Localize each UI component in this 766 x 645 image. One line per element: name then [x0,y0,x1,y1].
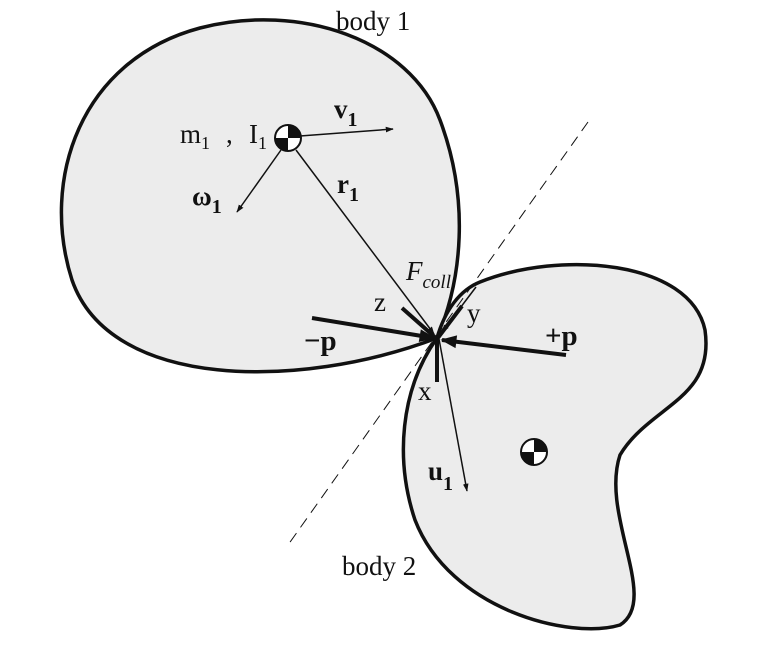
x-axis-label: x [418,376,432,406]
z-axis-line [400,306,439,341]
y-axis-line [435,304,464,341]
minus-p-arrow [311,316,436,342]
fcoll-label: Fcoll [405,256,451,293]
r1-label: r1 [337,169,359,206]
plus-p-label: +p [545,320,578,352]
minus-p-label: −p [304,325,337,357]
z-axis-label: z [374,287,386,317]
inertia-label: I1 [249,119,267,153]
r1-arrow [295,149,435,335]
v1-arrow [299,126,394,137]
body-2-label: body 2 [342,551,416,581]
comma: , [226,119,233,149]
y-axis-label: y [467,298,481,328]
omega1-arrow [236,149,282,213]
body-1-label: body 1 [336,6,410,36]
v1-label: v1 [334,94,358,131]
contact-tangent-line [287,121,589,546]
omega1-label: ω1 [192,181,222,218]
center-of-mass-icon [274,124,302,152]
plus-p-arrow [440,335,567,357]
mass-label: m1 [180,119,210,153]
center-of-mass-icon [520,438,548,466]
body-2-shape [401,262,708,631]
body-1-shape [59,18,462,374]
u1-arrow [438,338,469,492]
u1-label: u1 [428,456,453,495]
